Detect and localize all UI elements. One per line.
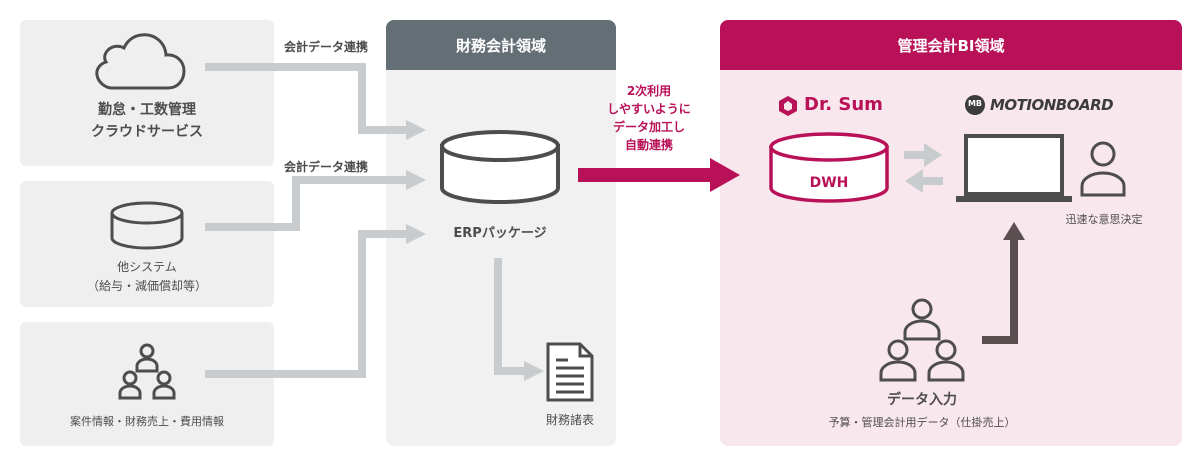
arrowhead-other [406,170,426,190]
connector-lines [205,63,526,378]
connector-people-to-erp [205,230,408,378]
arrowhead-cloud [406,120,426,140]
pink-main-arrow [578,158,740,192]
cloud-icon [95,33,186,90]
erp-label: ERPパッケージ [453,226,547,241]
person-icon-decision [1080,141,1126,197]
bi-region-title: 管理会計BI領域 [720,20,1182,70]
data-input-arrow [982,222,1025,344]
connector-cloud-to-erp [205,63,408,134]
other-system-label-line1: 他システム [117,260,177,274]
cloud-label-line1: 勤怠・工数管理 [98,102,196,118]
secondary-use-line4: 自動連携 [624,138,673,152]
drsum-logo-text: Dr. Sum [804,94,883,115]
motionboard-badge-text: MB [967,99,983,108]
source-box-people [20,322,274,446]
secondary-use-line2: しやすいように [607,102,691,116]
dwh-database-icon [769,132,889,203]
connector-other-to-erp [205,176,408,231]
arrow-left-head [905,169,923,193]
arrow-right-head [924,143,942,167]
drsum-logo-icon [779,96,797,116]
people-group-icon-input [879,298,965,382]
sync-label-1: 会計データ連携 [284,40,369,54]
source-box-cloud [20,20,274,166]
arrow-left-shaft [921,177,943,185]
people-group-icon-source [118,343,176,400]
motionboard-logo-icon [965,95,985,115]
cloud-label-line2: クラウドサービス [91,124,203,140]
dwh-label: DWH [809,175,849,191]
other-system-label-line2: （給与・減価償却等） [86,279,207,293]
people-label: 案件情報・財務売上・費用情報 [70,415,224,428]
finance-region-title: 財務会計領域 [386,20,616,70]
arrow-right-shaft [904,151,926,159]
arrowhead-people [406,224,426,244]
data-input-sublabel: 予算・管理会計用データ（仕掛売上） [828,416,1016,429]
secondary-use-line3: データ加工し [612,120,685,134]
sync-label-2: 会計データ連携 [284,160,369,174]
report-label: 財務諸表 [545,413,594,427]
data-input-label: データ入力 [887,392,957,408]
secondary-use-line1: 2次利用 [626,84,672,98]
erp-database-icon [440,130,560,204]
connector-erp-to-report [494,258,526,375]
monitor-icon [956,134,1072,202]
dwh-exchange-arrows [904,143,943,193]
database-icon-other [110,201,184,250]
connector-arrowheads [406,120,544,381]
cloud-label: 勤怠・工数管理 クラウドサービス [20,99,274,143]
report-document-icon [546,342,594,402]
decision-label: 迅速な意思決定 [1065,213,1143,226]
arrowhead-report [524,361,544,381]
other-system-label: 他システム （給与・減価償却等） [20,258,274,296]
secondary-use-label: 2次利用 しやすいように データ加工し 自動連携 [586,82,712,154]
motionboard-logo-text: MOTIONBOARD [990,96,1114,114]
bi-region: 管理会計BI領域 [720,20,1182,446]
